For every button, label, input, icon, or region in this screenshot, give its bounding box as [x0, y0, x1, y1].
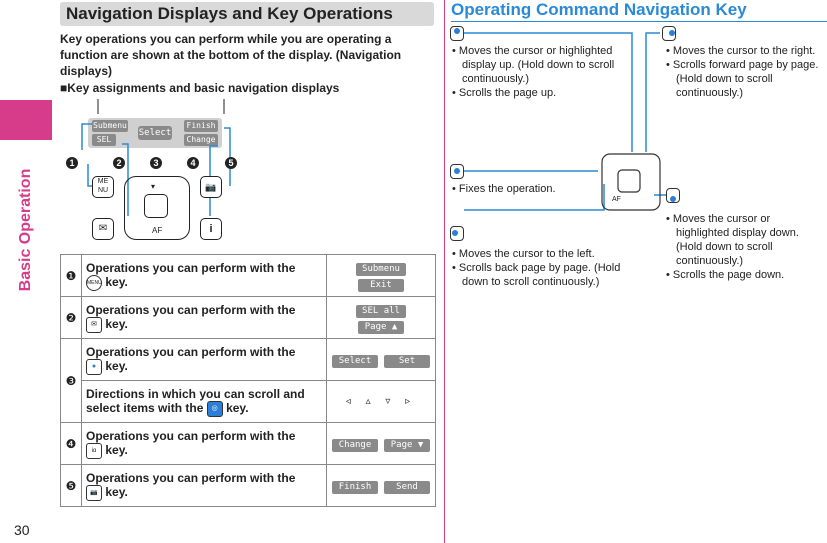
intro-text: Key operations you can perform while you… — [60, 32, 402, 78]
row-number: ❸ — [60, 338, 82, 423]
section-tab-marker — [0, 100, 52, 140]
navigation-key-icon: ◎ — [206, 400, 223, 417]
soft-key-submenu: Submenu — [92, 120, 128, 132]
row-description: Operations you can perform with the ● ke… — [81, 338, 327, 381]
row-description: Operations you can perform with the ✉ ke… — [81, 296, 327, 339]
title-underline — [451, 21, 827, 22]
nav-right-key-icon — [662, 26, 676, 41]
table-row: ❹ Operations you can perform with the iα… — [60, 422, 436, 465]
mail-key-icon: ✉ — [86, 316, 102, 333]
leader-1 — [81, 123, 92, 150]
section-title: Navigation Displays and Key Operations — [60, 2, 434, 26]
dpad-center-key — [144, 194, 168, 218]
menu-key-icon: MENU — [86, 274, 102, 291]
subheading: ■Key assignments and basic navigation di… — [60, 81, 340, 95]
display-chip: Page ▼ — [384, 438, 430, 452]
nav-left-description: • Moves the cursor to the left. • Scroll… — [452, 248, 621, 288]
leader-right — [645, 32, 660, 152]
nav-up-key-icon — [450, 26, 464, 41]
marker-4: 4 — [187, 157, 199, 169]
row-display: Change Page ▼ — [326, 422, 436, 465]
key-operations-table: ❶ Operations you can perform with the ME… — [60, 254, 436, 507]
soft-key-sel: SEL — [92, 134, 116, 146]
nav-key-leaders — [464, 32, 666, 211]
center-key-icon: ● — [86, 358, 102, 375]
table-row: ❸ Operations you can perform with the ● … — [60, 338, 436, 423]
i-key-icon: i — [200, 218, 222, 240]
marker-1: 1 — [66, 157, 78, 169]
row-display: SubmenuExit — [326, 254, 436, 297]
column-divider — [444, 0, 445, 543]
nav-center-description: • Fixes the operation. — [452, 183, 556, 195]
marker-5: 5 — [225, 157, 237, 169]
row-display: Select Set — [326, 338, 436, 381]
soft-key-bar: Submenu SEL Select Finish Change — [88, 118, 222, 148]
table-row: ❺ Operations you can perform with the 📷 … — [60, 464, 436, 507]
dpad-up-mark: ▾ — [151, 182, 156, 191]
section-label: Basic Operation — [17, 168, 34, 292]
marker-3: 3 — [150, 157, 162, 169]
row-description: Operations you can perform with the MENU… — [81, 254, 327, 297]
row-description: Operations you can perform with the iα k… — [81, 422, 327, 465]
nav-down-key-icon — [666, 188, 680, 203]
dpad-label: AF — [152, 226, 163, 235]
nav-up-description: • Moves the cursor or highlighted displa… — [452, 45, 615, 99]
nav-right-description: • Moves the cursor to the right. • Scrol… — [666, 45, 819, 99]
table-row: ❶ Operations you can perform with the ME… — [60, 254, 436, 297]
row-description: Directions in which you can scroll and s… — [81, 380, 327, 423]
nav-left-key-icon — [450, 226, 464, 241]
display-chip: Page ▲ — [358, 320, 404, 334]
display-chip: Send — [384, 480, 430, 494]
display-chip: Finish — [332, 480, 378, 494]
nav-down-description: • Moves the cursor or highlighted displa… — [666, 213, 799, 281]
leader-up — [464, 32, 633, 152]
row-number: ❶ — [60, 254, 82, 297]
display-chip: Change — [332, 438, 378, 452]
nav-center-key-icon — [450, 164, 464, 179]
scroll-directions: ◃ ▵ ▿ ▹ — [326, 380, 436, 423]
table-row: Directions in which you can scroll and s… — [61, 380, 436, 423]
leader-2 — [122, 143, 129, 216]
camera-key-icon: 📷 — [200, 176, 222, 198]
display-chip: Set — [384, 354, 430, 368]
table-row: ❷ Operations you can perform with the ✉ … — [60, 296, 436, 339]
row-number: ❷ — [60, 296, 82, 339]
page-number: 30 — [14, 522, 30, 538]
display-chip: Select — [332, 354, 378, 368]
marker-2: 2 — [113, 157, 125, 169]
row-number: ❺ — [60, 464, 82, 507]
soft-key-change: Change — [184, 134, 218, 146]
display-chip: Submenu — [356, 262, 406, 276]
soft-key-finish: Finish — [184, 120, 218, 132]
phone-dpad-label: AF — [612, 196, 621, 203]
menu-key-icon: ME NU — [92, 176, 114, 198]
soft-key-select: Select — [138, 126, 172, 140]
i-key-icon: iα — [86, 442, 102, 459]
display-chip: SEL all — [356, 304, 406, 318]
row-display: Finish Send — [326, 464, 436, 507]
leader-left — [464, 184, 605, 211]
mail-key-icon: ✉ — [92, 218, 114, 240]
right-section-title: Operating Command Navigation Key — [451, 0, 747, 19]
row-number: ❹ — [60, 422, 82, 465]
dpad-outline — [124, 176, 190, 240]
display-chip: Exit — [358, 278, 404, 292]
row-description: Operations you can perform with the 📷 ke… — [81, 464, 327, 507]
camera-key-icon: 📷 — [86, 484, 102, 501]
row-display: SEL allPage ▲ — [326, 296, 436, 339]
